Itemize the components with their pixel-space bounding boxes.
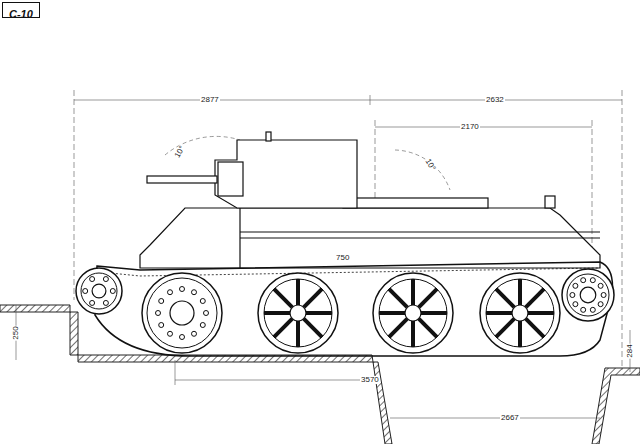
wheel-part [581, 278, 586, 283]
wheel-part [264, 279, 332, 347]
wheel-part [170, 301, 194, 325]
wheel-part [156, 311, 161, 316]
dimension-label: 2667 [500, 414, 520, 422]
wheel-part [204, 311, 209, 316]
wheel-part [526, 289, 544, 307]
wheel-part [518, 321, 522, 347]
wheel-part [528, 311, 554, 315]
wheel-part [103, 300, 108, 305]
wheel-part [192, 331, 197, 336]
wheel-part [168, 290, 173, 295]
wheel-part [512, 305, 528, 321]
wheel-part [306, 311, 332, 315]
wheel-part [590, 307, 595, 312]
wheel-part [419, 289, 437, 307]
wheel-part [180, 335, 185, 340]
wheel-part [90, 277, 95, 282]
sheet-title: C-10 [9, 8, 33, 20]
track [95, 262, 613, 356]
wheel-part [562, 269, 614, 321]
wheel-part [290, 305, 306, 321]
wheel-part [192, 290, 197, 295]
wheel-part [304, 289, 322, 307]
wheel-part [373, 273, 453, 353]
wheel-part [496, 289, 514, 307]
wheel-part [200, 323, 205, 328]
wheel-part [258, 273, 338, 353]
wheel-part [601, 293, 606, 298]
wheel-part [405, 305, 421, 321]
dimension-label: 2632 [485, 96, 505, 104]
wheel-part [486, 279, 554, 347]
wheel-part [90, 300, 95, 305]
dimension-label: 10° [423, 157, 437, 173]
wheel-part [142, 273, 222, 353]
wheel-part [274, 319, 292, 337]
wheel-part [274, 289, 292, 307]
wheel-part [590, 278, 595, 283]
sheet-title-box: C-10 [2, 2, 40, 18]
wheel-part [83, 289, 88, 294]
wheel-part [296, 279, 300, 305]
wheel-part [480, 273, 560, 353]
wheel-part [411, 321, 415, 347]
dimension-lines [16, 90, 630, 418]
wheel-part [573, 283, 578, 288]
wheel-part [496, 319, 514, 337]
wheel-part [103, 277, 108, 282]
wheel-part [411, 279, 415, 305]
wheel-part [581, 307, 586, 312]
wheel-part [389, 319, 407, 337]
wheel-part [570, 293, 575, 298]
wheel-part [168, 331, 173, 336]
wheel-part [567, 274, 609, 316]
wheel-part [379, 311, 405, 315]
dimension-label: 250 [12, 325, 20, 340]
wheel-part [264, 311, 290, 315]
wheel-part [518, 279, 522, 305]
dimension-label: 750 [335, 254, 350, 262]
wheel-part [421, 311, 447, 315]
tank-hull [140, 132, 600, 268]
wheel-part [573, 302, 578, 307]
wheel-part [598, 283, 603, 288]
dimension-label: 284 [626, 343, 634, 358]
wheel-part [147, 278, 217, 348]
wheel-part [200, 299, 205, 304]
wheel-part [304, 319, 322, 337]
wheel-part [159, 299, 164, 304]
wheel-part [81, 273, 117, 309]
wheel-part [580, 287, 596, 303]
wheel-part [296, 321, 300, 347]
wheel-part [419, 319, 437, 337]
wheel-part [110, 289, 115, 294]
dimension-label: 3570 [360, 376, 380, 384]
wheel-part [486, 311, 512, 315]
wheel-part [389, 289, 407, 307]
wheel-part [76, 268, 122, 314]
wheel-part [379, 279, 447, 347]
dimension-label: 2170 [460, 123, 480, 131]
dimension-label: 10° [173, 144, 187, 160]
wheel-part [598, 302, 603, 307]
wheel-part [180, 287, 185, 292]
wheel-part [159, 323, 164, 328]
wheel-part [92, 284, 106, 298]
wheel-part [526, 319, 544, 337]
road-wheels [76, 268, 614, 353]
dimension-label: 2877 [200, 96, 220, 104]
